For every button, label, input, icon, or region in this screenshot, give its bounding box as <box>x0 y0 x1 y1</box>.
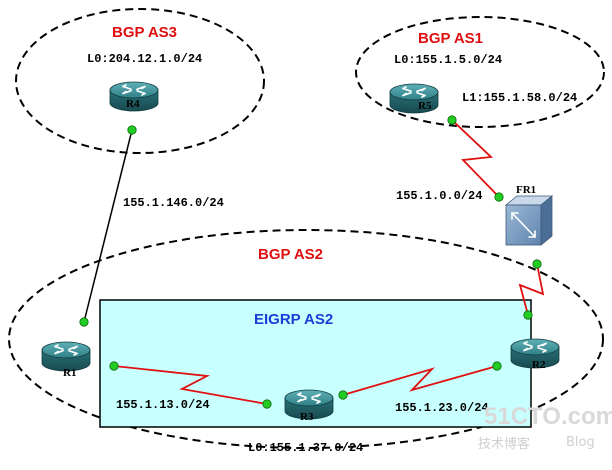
router-r3-label: R3 <box>300 411 314 423</box>
bgp-as1-boundary <box>355 16 605 128</box>
frame-relay-switch-label: FR1 <box>516 184 536 196</box>
bgp-as3-title: BGP AS3 <box>112 24 177 41</box>
watermark-blog: Blog <box>566 435 595 450</box>
r4-loopback-label: L0:204.12.1.0/24 <box>87 52 202 66</box>
bgp-as1-title: BGP AS1 <box>418 30 483 47</box>
router-r1-label: R1 <box>63 367 76 379</box>
frame-relay-network-label: 155.1.0.0/24 <box>396 189 482 203</box>
watermark-site: 51CTO.com <box>484 403 612 430</box>
link-r5-fr1-serial <box>451 119 500 198</box>
r3-loopback-label: L0:155.1.37.0/24 <box>248 441 363 455</box>
router-r5-label: R5 <box>418 100 432 112</box>
bgp-as2-title: BGP AS2 <box>258 246 323 263</box>
eigrp-area-title: EIGRP AS2 <box>254 311 333 328</box>
r5-loopback1-label: L1:155.1.58.0/24 <box>462 91 577 105</box>
r1-r3-network-label: 155.1.13.0/24 <box>116 398 210 412</box>
watermark-sub: 技术博客 <box>478 436 530 452</box>
frame-relay-switch-icon[interactable] <box>504 195 554 246</box>
r1-r4-network-label: 155.1.146.0/24 <box>123 196 224 210</box>
router-r4-label: R4 <box>126 98 140 110</box>
router-r2-label: R2 <box>532 359 546 371</box>
r2-r3-network-label: 155.1.23.0/24 <box>395 401 489 415</box>
link-fr1-r2-serial <box>518 263 545 316</box>
link-r3-r2-serial <box>342 365 498 396</box>
link-r1-r3-serial <box>113 365 268 405</box>
r5-loopback0-label: L0:155.1.5.0/24 <box>394 53 502 67</box>
bgp-as3-boundary <box>15 8 265 154</box>
link-r1-r4 <box>83 129 133 323</box>
bgp-as2-boundary <box>8 229 604 449</box>
port-indicators <box>79 115 542 409</box>
